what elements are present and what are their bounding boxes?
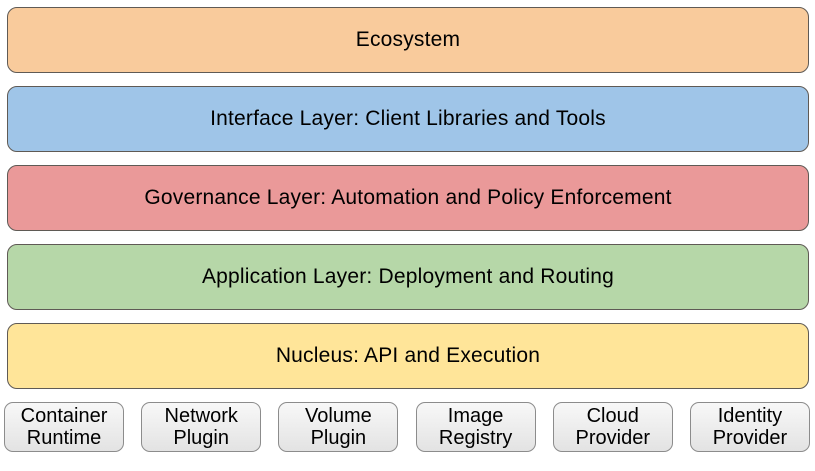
component-image-registry: Image Registry bbox=[415, 402, 536, 452]
component-identity-provider: Identity Provider bbox=[689, 402, 810, 452]
layer-governance: Governance Layer: Automation and Policy … bbox=[7, 165, 809, 231]
layer-application: Application Layer: Deployment and Routin… bbox=[7, 244, 809, 310]
layer-interface: Interface Layer: Client Libraries and To… bbox=[7, 86, 809, 152]
layer-ecosystem: Ecosystem bbox=[7, 7, 809, 73]
component-network-plugin: Network Plugin bbox=[141, 402, 262, 452]
infrastructure-components-row: Container Runtime Network Plugin Volume … bbox=[4, 402, 810, 452]
component-cloud-provider: Cloud Provider bbox=[552, 402, 673, 452]
component-volume-plugin: Volume Plugin bbox=[278, 402, 399, 452]
layer-nucleus: Nucleus: API and Execution bbox=[7, 323, 809, 389]
component-container-runtime: Container Runtime bbox=[4, 402, 124, 452]
